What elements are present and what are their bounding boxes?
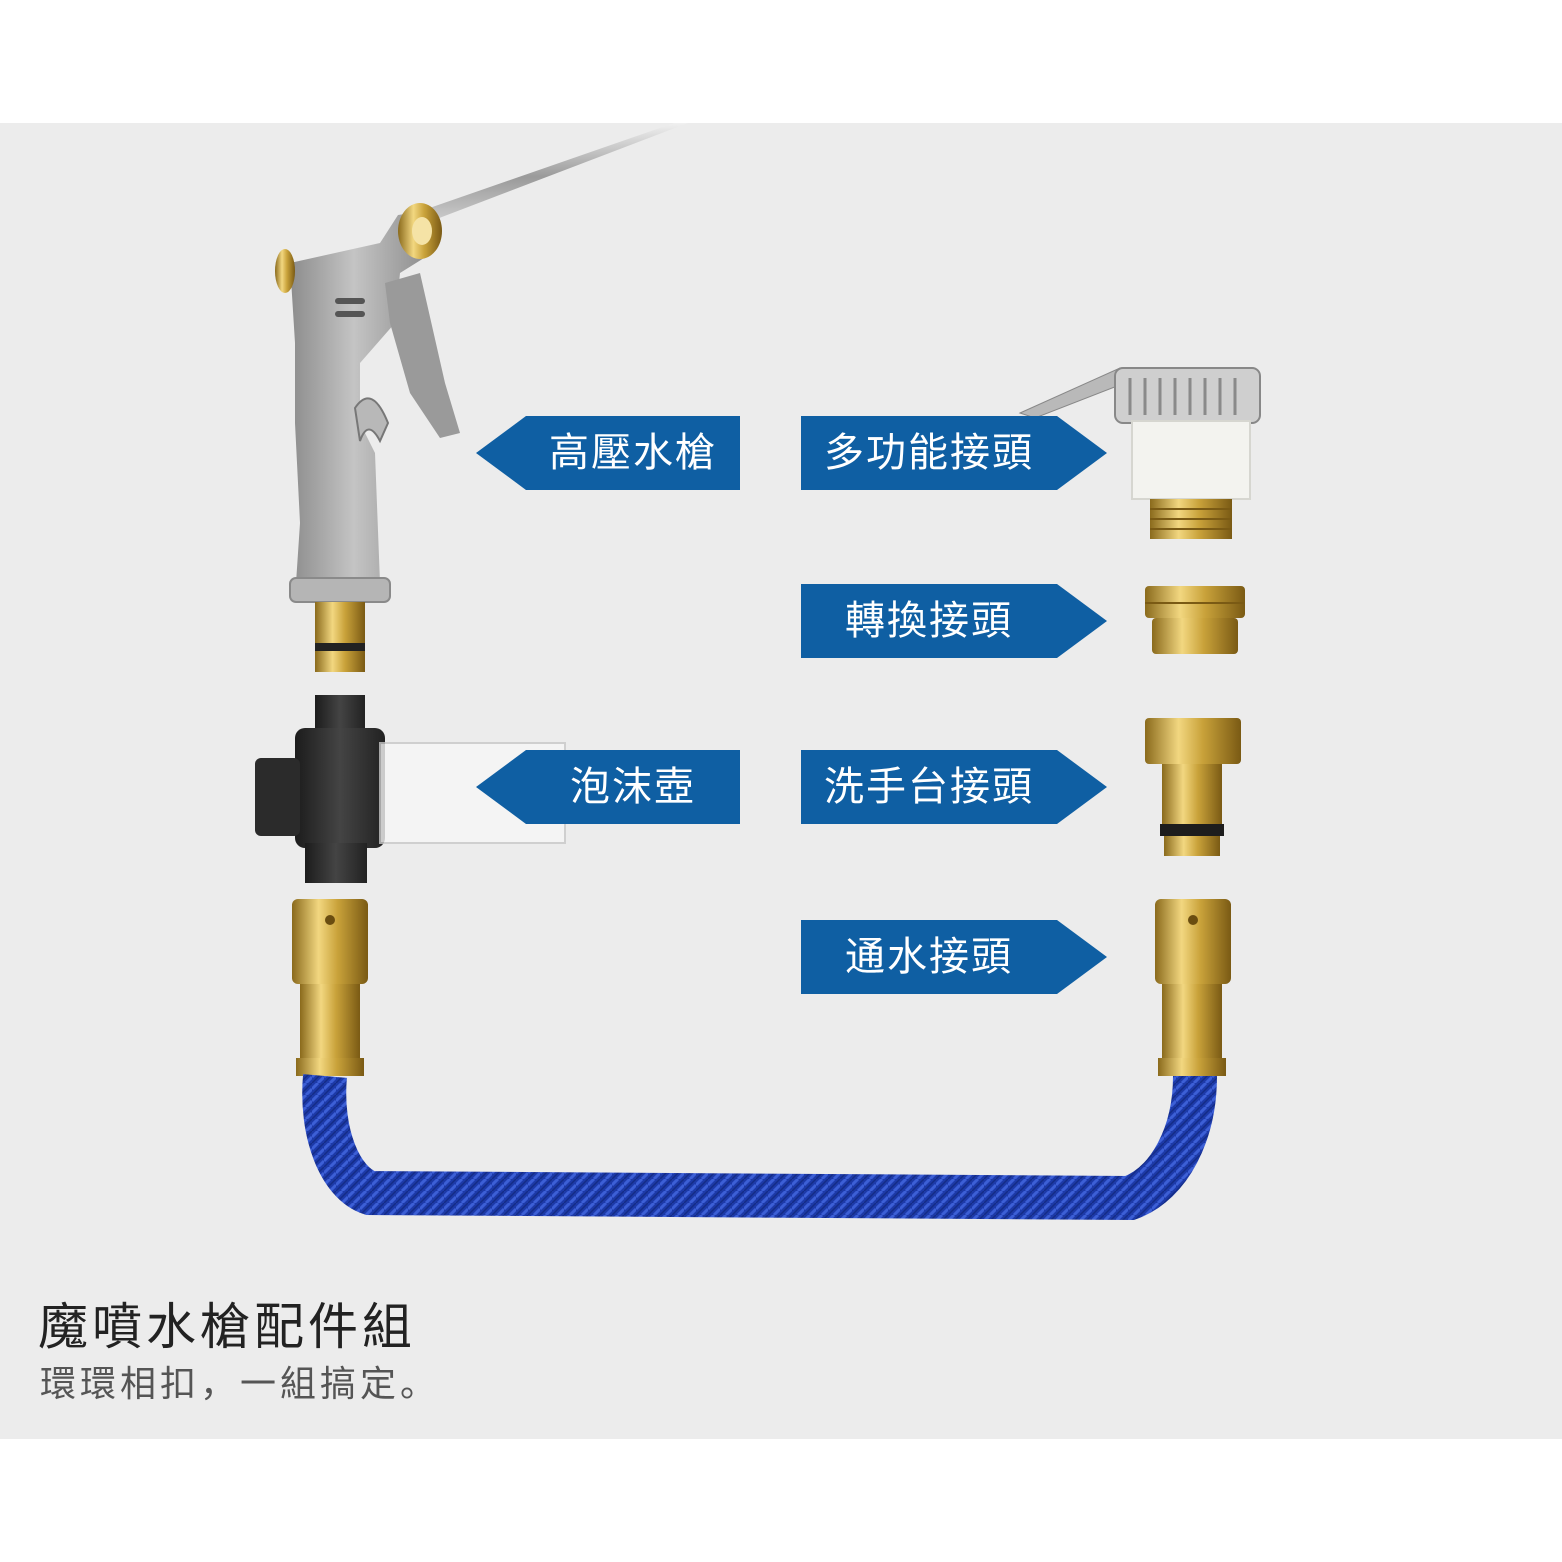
right-hose-connector-icon: [1155, 899, 1231, 1076]
left-hose-connector-icon: [292, 899, 368, 1076]
product-title: 魔噴水槍配件組: [38, 1298, 416, 1356]
arrow-right-icon: [801, 750, 1107, 824]
callout-label: 多功能接頭: [824, 430, 1034, 476]
callout-multi-connector: 多功能接頭: [801, 416, 1107, 490]
callout-sink-connector: 洗手台接頭: [801, 750, 1107, 824]
arrow-right-icon: [801, 416, 1107, 490]
arrow-right-icon: [801, 584, 1107, 658]
callout-label: 轉換接頭: [845, 598, 1013, 644]
callout-foam-pot: 泡沫壺: [476, 750, 740, 824]
callout-spray-gun: 高壓水槍: [476, 416, 740, 490]
callout-label: 通水接頭: [845, 934, 1013, 980]
arrow-right-icon: [801, 920, 1107, 994]
callout-label: 泡沫壺: [570, 764, 696, 810]
callout-label: 洗手台接頭: [824, 764, 1034, 810]
expandable-hose-icon: [302, 1074, 1217, 1221]
multi-connector-icon: [1018, 367, 1261, 539]
callout-water-connector: 通水接頭: [801, 920, 1107, 994]
product-subtitle: 環環相扣，一組搞定。: [40, 1364, 441, 1405]
callout-label: 高壓水槍: [549, 430, 717, 476]
arrow-left-icon: [476, 416, 740, 490]
arrow-left-icon: [476, 750, 740, 824]
adapter-connector-icon: [1145, 586, 1245, 654]
spray-gun-icon: [275, 123, 688, 672]
product-panel: 高壓水槍 多功能接頭 轉換接頭 泡沫壺 洗手台接頭 通水接頭: [0, 123, 1562, 1439]
product-illustration: [255, 123, 1261, 1221]
callout-adapter-connector: 轉換接頭: [801, 584, 1107, 658]
sink-connector-icon: [1145, 718, 1241, 856]
